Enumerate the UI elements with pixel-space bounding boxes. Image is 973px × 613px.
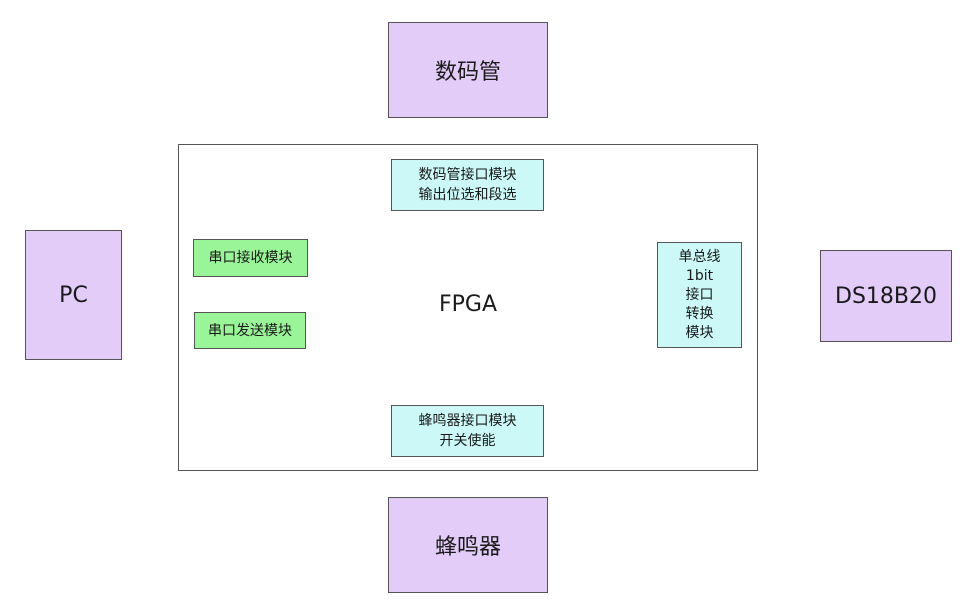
ds18b20-label: DS18B20 (835, 283, 937, 309)
buzzer-box: 蜂鸣器 (388, 497, 548, 593)
module-line: 接口 (685, 286, 714, 303)
module-line: 单总线 (678, 248, 721, 265)
buzzer-label: 蜂鸣器 (434, 535, 501, 560)
module-line: 模块 (685, 324, 714, 341)
module-line: 数码管接口模块 (418, 167, 517, 183)
module-line: 1bit (685, 267, 714, 284)
pc-box: PC (25, 230, 122, 360)
pc-label: PC (59, 282, 88, 308)
onewire-1bit-interface-module: 单总线 1bit 接口 转换 模块 (657, 242, 742, 348)
seven-segment-display-label: 数码管 (434, 60, 501, 85)
module-line: 输出位选和段选 (418, 187, 517, 203)
fpga-label: FPGA (438, 292, 498, 317)
ds18b20-box: DS18B20 (820, 250, 952, 342)
seven-segment-interface-module: 数码管接口模块 输出位选和段选 (391, 159, 544, 211)
buzzer-interface-module: 蜂鸣器接口模块 开关使能 (391, 405, 544, 457)
seven-segment-display-box: 数码管 (388, 22, 548, 118)
module-line: 串口发送模块 (208, 322, 292, 339)
uart-receive-module: 串口接收模块 (193, 239, 308, 277)
module-line: 串口接收模块 (208, 250, 293, 266)
uart-transmit-module: 串口发送模块 (194, 312, 306, 349)
module-line: 蜂鸣器接口模块 (418, 413, 517, 429)
module-line: 转换 (685, 305, 714, 322)
module-line: 开关使能 (439, 433, 496, 449)
